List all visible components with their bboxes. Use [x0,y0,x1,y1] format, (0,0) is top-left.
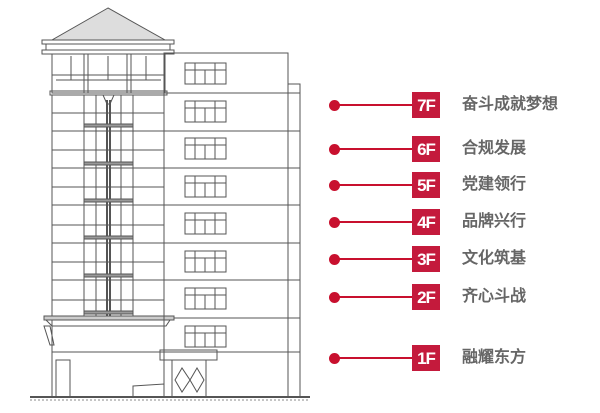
floor-item: 4F 品牌兴行 [0,209,600,235]
connector-line [338,258,414,260]
window [184,325,227,348]
connector-line [338,184,414,186]
window [184,175,227,198]
floor-name: 融耀东方 [462,347,527,366]
floor-lines [52,74,300,319]
ground [30,396,310,401]
floor-badge: 4F [412,209,440,235]
floor-badge: 3F [412,246,440,272]
glass-band [83,198,134,203]
floor-item: 5F 党建领行 [0,172,600,198]
window [184,62,227,85]
window [184,212,227,235]
marker-dot-icon [329,254,340,265]
window [184,100,227,123]
glass-band [83,161,134,166]
floor-badge: 7F [412,92,440,118]
marker-dot-icon [329,180,340,191]
windows [184,62,227,348]
connector-line [338,296,414,298]
floor-name: 品牌兴行 [462,211,527,230]
glass-band [83,123,134,128]
floor-name: 党建领行 [462,174,527,193]
floor-item: 3F 文化筑基 [0,246,600,272]
floor-item: 6F 合规发展 [0,136,600,162]
floor-name: 奋斗成就梦想 [462,94,559,113]
floor-badge: 1F [412,345,440,371]
marker-dot-icon [329,217,340,228]
marker-dot-icon [329,353,340,364]
floor-name: 文化筑基 [462,248,527,267]
window [184,287,227,310]
floor-name: 合规发展 [462,138,527,157]
floor-badge: 6F [412,136,440,162]
building-elevation-drawing [30,7,310,401]
glass-band [83,273,134,278]
connector-line [338,357,414,359]
floor-name: 齐心斗战 [462,286,527,305]
window [184,250,227,273]
connector-line [338,104,414,106]
floor-item: 7F 奋斗成就梦想 [0,92,600,118]
marker-dot-icon [329,292,340,303]
floor-item: 2F 齐心斗战 [0,284,600,310]
floor-badge: 2F [412,284,440,310]
window [184,137,227,160]
floor-item: 1F 融耀东方 [0,345,600,371]
roof [41,7,175,55]
marker-dot-icon [329,144,340,155]
floor-badge: 5F [412,172,440,198]
glass-band [83,235,134,240]
connector-line [338,221,414,223]
connector-line [338,148,414,150]
glass-band [83,310,134,315]
marker-dot-icon [329,100,340,111]
